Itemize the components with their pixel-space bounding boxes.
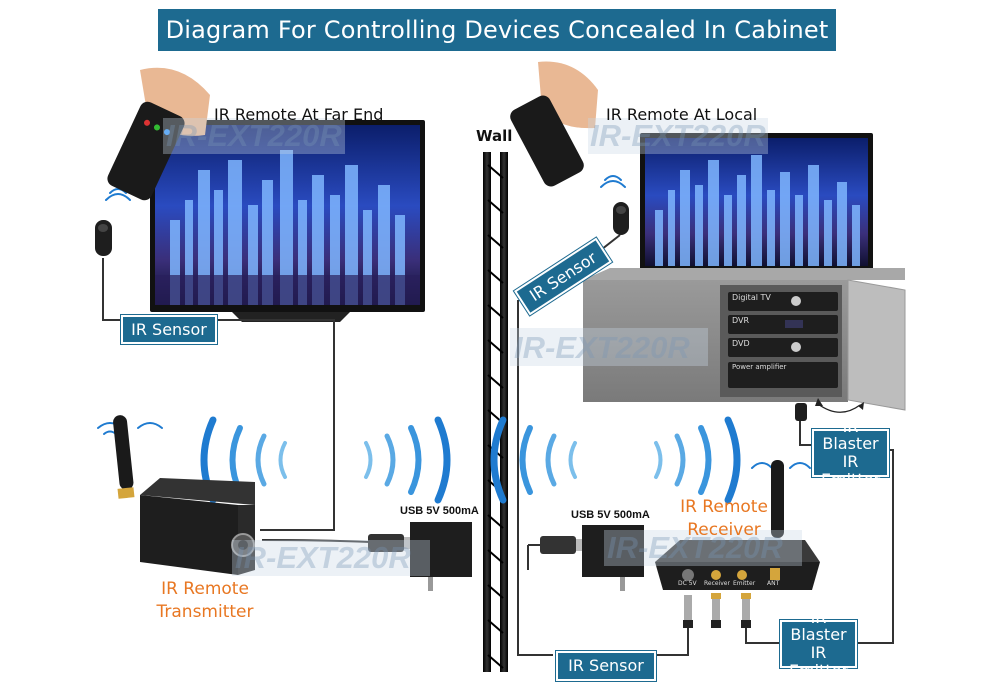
receiver-label: IR Remote Receiver (672, 496, 776, 542)
device-label-dvr: DVR (732, 316, 750, 325)
usb-label-left: USB 5V 500mA (400, 505, 479, 517)
receiver-label-line-1: IR Remote (680, 497, 768, 517)
usb-label-right: USB 5V 500mA (571, 509, 650, 521)
ir-sensor-far (95, 220, 112, 256)
wireless-waves (97, 175, 811, 504)
watermark-bg-4 (232, 540, 430, 576)
diagram-title: Diagram For Controlling Devices Conceale… (158, 9, 836, 51)
device-label-dvd: DVD (732, 339, 750, 348)
port-label-ant: ANT (767, 580, 780, 587)
ir-sensor-local (613, 202, 629, 235)
ir-blaster-top-line-2: IR Emitter (820, 452, 881, 489)
cabinet (583, 268, 906, 413)
port-label-receiver: Receiver (704, 580, 730, 587)
device-label-digital-tv: Digital TV (732, 293, 771, 302)
caption-remote-far: IR Remote At Far End (214, 105, 384, 124)
tv-local (640, 133, 873, 280)
watermark-bg-2 (588, 118, 768, 154)
watermark-bg-1 (163, 118, 345, 154)
wall-label: Wall (476, 127, 513, 145)
audio-jacks (683, 593, 751, 628)
transmitter-label: IR Remote Transmitter (150, 578, 260, 624)
wall (483, 152, 508, 672)
ir-sensor-label-bottom: IR Sensor (556, 651, 656, 681)
receiver-label-line-2: Receiver (687, 519, 761, 540)
ir-blaster-head (795, 403, 807, 421)
usb-adapter-left (368, 522, 472, 591)
ir-blaster-bottom-line-2: IR Emitter (788, 643, 849, 680)
caption-remote-local: IR Remote At Local (606, 105, 758, 124)
receiver-device (655, 460, 820, 590)
ir-blaster-top-line-1: IR Blaster (822, 416, 879, 454)
remote-local-hand (510, 61, 598, 187)
transmitter-label-line-1: IR Remote (161, 579, 249, 599)
ir-blaster-label-bottom: IR Blaster IR Emitter (780, 608, 857, 679)
port-label-dc: DC 5V (678, 580, 697, 587)
watermark-bg-5 (604, 530, 802, 566)
watermark-bg-3 (510, 328, 708, 366)
ir-sensor-label-far: IR Sensor (121, 315, 217, 344)
watermark-3: IR-EXT220R (514, 330, 690, 365)
watermark-2: IR-EXT220R (590, 118, 766, 153)
usb-adapter-right (540, 525, 644, 591)
watermark-1: IR-EXT220R (166, 118, 342, 153)
transmitter-label-line-2: Transmitter (156, 601, 254, 622)
ir-blaster-label-top: IR Blaster IR Emitter (812, 417, 889, 488)
port-label-emitter: Emitter (733, 580, 756, 587)
tv-far-end (150, 120, 425, 322)
transmitter-device (113, 415, 255, 575)
ir-blaster-bottom-line-1: IR Blaster (790, 607, 847, 645)
device-label-power-amplifier: Power amplifier (732, 363, 787, 371)
watermark-5: IR-EXT220R (607, 530, 783, 565)
watermark-4: IR-EXT220R (235, 540, 411, 575)
remote-far-hand (107, 67, 210, 201)
